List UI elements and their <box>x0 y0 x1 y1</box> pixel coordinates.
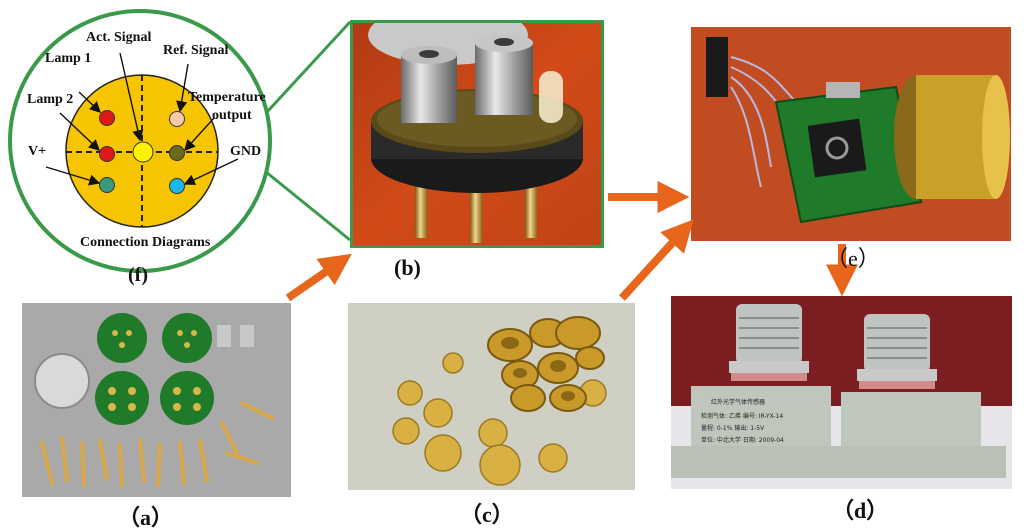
photo-packaged-sensors: 红外光学气体传感器 检测气体: 乙烯 编号: IR-YX-14 量程: 0-1%… <box>671 296 1012 489</box>
connection-diagram: Act. Signal Ref. Signal Lamp 1 Lamp 2 Te… <box>8 9 272 273</box>
panel-label-c: （c） <box>460 502 514 527</box>
label-lamp1: Lamp 1 <box>45 51 91 66</box>
label-act-signal: Act. Signal <box>86 30 151 45</box>
panel-label-f: (f) <box>128 264 148 286</box>
pin-gnd <box>169 178 185 194</box>
sensor-label-line1: 红外光学气体传感器 <box>711 398 765 406</box>
arrow-c-to-e <box>619 219 694 301</box>
label-ref-signal: Ref. Signal <box>163 43 228 58</box>
panel-label-e: （e） <box>826 246 880 271</box>
sensor-label-line2: 检测气体: 乙烯 编号: IR-YX-14 <box>701 412 783 420</box>
pin-temperature <box>169 145 185 161</box>
sensor-label-line4: 单位: 中北大学 日期: 2009-04 <box>701 436 784 444</box>
pin-act-signal <box>132 141 154 163</box>
photo-assembled-board <box>691 27 1011 241</box>
panel-label-d: （d） <box>832 498 889 523</box>
label-temperature-1: Temperature <box>188 90 266 105</box>
photo-sensor-closeup <box>350 20 604 248</box>
sensor-label-line3: 量程: 0-1% 输出: 1-5V <box>701 424 765 432</box>
label-vplus: V+ <box>28 144 46 159</box>
label-temperature-2: output <box>212 108 252 123</box>
arrow-a-to-b <box>285 253 352 302</box>
panel-label-b: (b) <box>394 255 421 280</box>
pin-lamp1 <box>99 110 115 126</box>
diagram-title: Connection Diagrams <box>80 235 211 250</box>
label-gnd: GND <box>230 144 261 159</box>
pin-lamp2 <box>99 146 115 162</box>
photo-gold-components <box>348 303 635 490</box>
panel-label-a: （a） <box>118 505 174 530</box>
label-lamp2: Lamp 2 <box>27 92 73 107</box>
photo-pcb-parts <box>22 303 291 497</box>
